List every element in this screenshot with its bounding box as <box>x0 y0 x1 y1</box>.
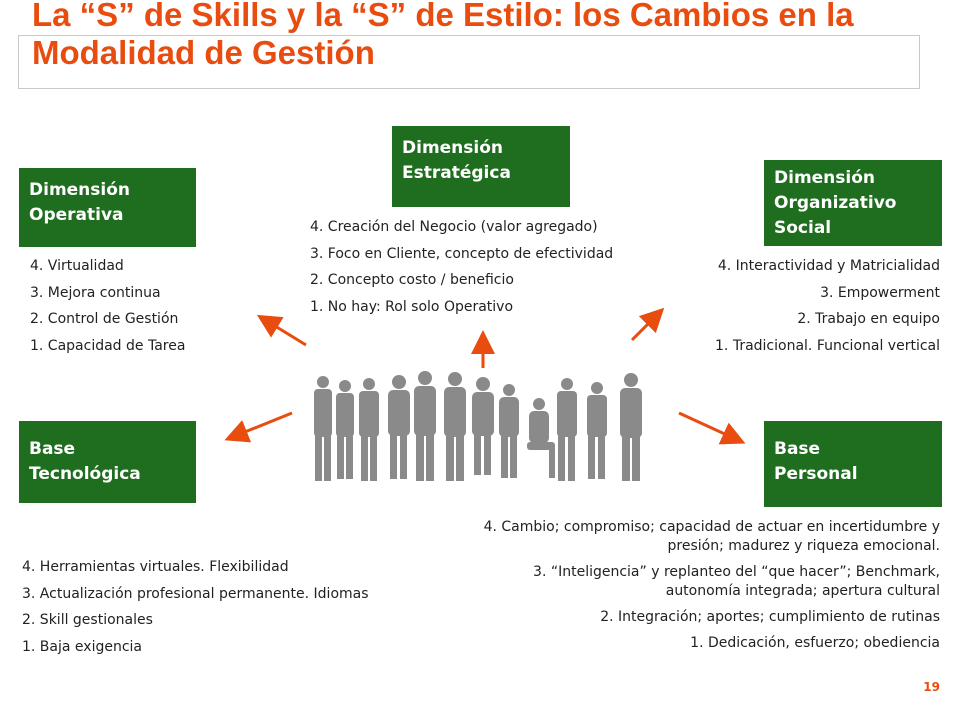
list-item: 1. No hay: Rol solo Operativo <box>310 298 514 315</box>
list-personal: 4. Cambio; compromiso; capacidad de actu… <box>462 518 940 660</box>
list-estrategica: 4. Creación del Negocio (valor agregado)… <box>310 214 670 320</box>
list-item: 3. “Inteligencia” y replanteo del “que h… <box>533 564 940 599</box>
list-item: 2. Concepto costo / beneficio <box>310 272 514 288</box>
list-item: 1. Baja exigencia <box>22 638 142 655</box>
title-frame <box>18 35 920 89</box>
list-organizativo-social: 4. Interactividad y Matricialidad 3. Emp… <box>640 253 940 359</box>
list-item: 2. Trabajo en equipo <box>797 311 940 327</box>
list-item: 3. Empowerment <box>820 284 940 301</box>
list-item: 1. Capacidad de Tarea <box>30 337 186 354</box>
list-item: 3. Foco en Cliente, concepto de efectivi… <box>310 245 614 262</box>
box-dimension-organizativo-social: Dimensión Organizativo Social <box>764 160 942 246</box>
list-item: 2. Skill gestionales <box>22 612 153 628</box>
list-item: 4. Interactividad y Matricialidad <box>717 258 940 274</box>
list-item: 4. Virtualidad <box>30 258 124 274</box>
list-item: 4. Cambio; compromiso; capacidad de actu… <box>483 519 940 554</box>
list-item: 3. Actualización profesional permanente.… <box>22 585 369 602</box>
list-item: 4. Creación del Negocio (valor agregado) <box>310 219 598 235</box>
list-tecnologica: 4. Herramientas virtuales. Flexibilidad … <box>22 554 442 660</box>
box-dimension-estrategica: Dimensión Estratégica <box>392 126 570 207</box>
box-base-personal: Base Personal <box>764 421 942 507</box>
business-people-image <box>314 371 642 481</box>
list-item: 4. Herramientas virtuales. Flexibilidad <box>22 559 289 575</box>
list-item: 2. Control de Gestión <box>30 311 179 327</box>
list-item: 2. Integración; aportes; cumplimiento de… <box>600 609 940 625</box>
arrow-up-left-icon <box>256 314 307 347</box>
page-title: La “S” de Skills y la “S” de Estilo: los… <box>32 0 854 71</box>
list-item: 1. Tradicional. Funcional vertical <box>715 337 940 354</box>
list-item: 3. Mejora continua <box>30 284 161 301</box>
page-number: 19 <box>923 680 940 694</box>
arrow-down-left-icon <box>224 411 293 443</box>
list-operativa: 4. Virtualidad 3. Mejora continua 2. Con… <box>30 253 230 359</box>
box-base-tecnologica: Base Tecnológica <box>19 421 196 503</box>
list-item: 1. Dedicación, esfuerzo; obediencia <box>690 635 940 651</box>
arrow-down-right-icon <box>678 411 746 445</box>
box-dimension-operativa: Dimensión Operativa <box>19 168 196 247</box>
